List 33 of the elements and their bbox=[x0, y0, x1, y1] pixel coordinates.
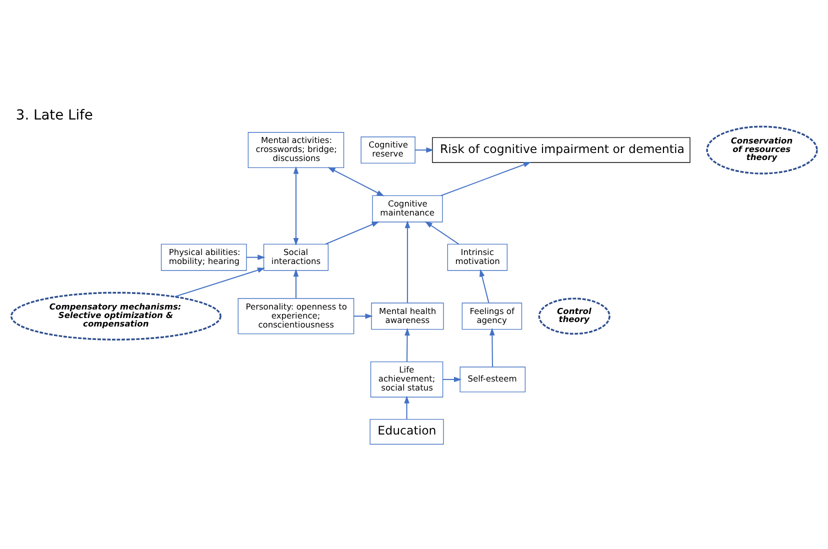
node-box: Risk of cognitive impairment or dementia bbox=[432, 136, 690, 162]
node-ellipse: Conservation of resources theory bbox=[706, 125, 818, 174]
arrow bbox=[293, 166, 299, 246]
node-box: Life achievement; social status bbox=[370, 360, 444, 397]
diagram-title: 3. Late Life bbox=[16, 107, 93, 124]
arrow bbox=[354, 312, 373, 318]
node-box: Education bbox=[370, 418, 444, 444]
arrow bbox=[404, 327, 410, 362]
node-box: Self-esteem bbox=[460, 366, 526, 392]
node-ellipse: Control theory bbox=[538, 297, 610, 334]
node-box: Physical abilities: mobility; hearing bbox=[160, 243, 247, 270]
arrow bbox=[424, 220, 460, 244]
arrow bbox=[479, 268, 490, 302]
arrow bbox=[293, 268, 299, 298]
arrow bbox=[404, 395, 410, 419]
arrow bbox=[328, 166, 384, 196]
node-box: Cognitive maintenance bbox=[372, 194, 443, 222]
arrow bbox=[404, 220, 410, 302]
arrow bbox=[440, 162, 532, 196]
arrow bbox=[489, 327, 495, 366]
node-box: Feelings of agency bbox=[462, 302, 522, 330]
node-box: Mental activities: crosswords; bridge; discussions bbox=[248, 132, 344, 168]
arrow bbox=[443, 376, 462, 382]
node-box: Cognitive reserve bbox=[360, 136, 416, 164]
arrow bbox=[174, 267, 266, 297]
node-box: Intrinsic motivation bbox=[447, 243, 508, 270]
node-box: Mental health awareness bbox=[371, 302, 444, 330]
node-box: Personality: openness to experience; conscientiousness bbox=[238, 298, 354, 334]
arrow bbox=[246, 254, 266, 260]
node-ellipse: Compensatory mechanisms: Selective optimization & compensation bbox=[10, 291, 222, 340]
node-box: Social interactions bbox=[263, 243, 329, 270]
arrow bbox=[325, 220, 380, 244]
arrow bbox=[415, 146, 434, 152]
